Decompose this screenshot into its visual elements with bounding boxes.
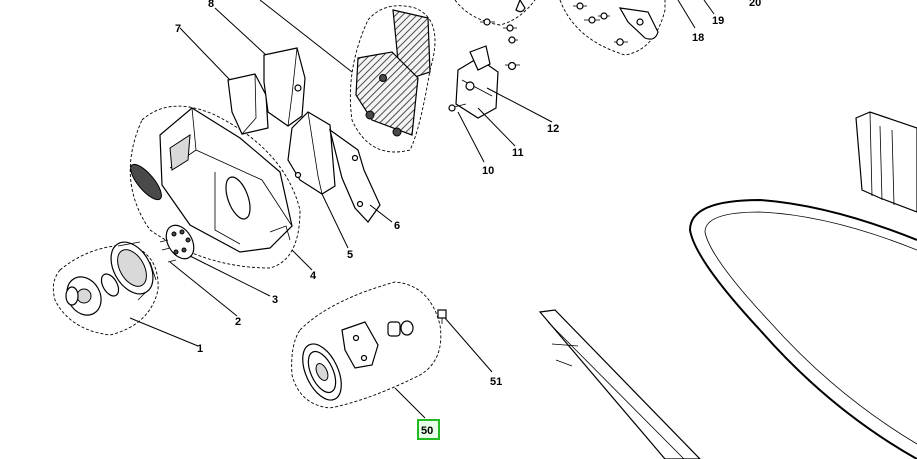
sprocket-group-part — [291, 281, 442, 419]
bracket-part — [448, 45, 553, 163]
callout-3: 3 — [272, 294, 278, 306]
callout-12: 12 — [547, 123, 559, 135]
cover-housing-part — [129, 105, 313, 271]
callout-7: 7 — [175, 23, 181, 35]
block-part-7 — [179, 27, 269, 135]
callout-1: 1 — [197, 343, 203, 355]
callout-20: 20 — [749, 0, 761, 9]
bolt-part — [437, 309, 493, 373]
callout-10: 10 — [482, 165, 494, 177]
chain-loop-part — [688, 198, 917, 459]
plate-part-6 — [329, 128, 393, 223]
callout-5: 5 — [347, 249, 353, 261]
hatched-plate-part — [259, 0, 436, 153]
screw-part — [480, 2, 628, 71]
block-part-8 — [214, 7, 306, 127]
pulley-assembly-part — [52, 241, 199, 347]
callout-50: 50 — [421, 425, 433, 437]
guide-bar-part — [538, 309, 701, 459]
right-housing-part — [855, 111, 917, 213]
callout-19: 19 — [712, 15, 724, 27]
callout-18: 18 — [692, 32, 704, 44]
screw-group-top — [454, 0, 715, 71]
callout-4: 4 — [310, 270, 317, 282]
callout-11: 11 — [512, 147, 524, 159]
callout-2: 2 — [235, 316, 241, 328]
callout-50-highlight[interactable]: 50 — [417, 419, 440, 440]
callout-8: 8 — [208, 0, 214, 10]
callout-51: 51 — [490, 376, 502, 388]
bearing-part — [165, 224, 271, 297]
pin-part — [159, 239, 238, 317]
plate-part-5 — [287, 111, 349, 249]
callout-6: 6 — [394, 220, 400, 232]
